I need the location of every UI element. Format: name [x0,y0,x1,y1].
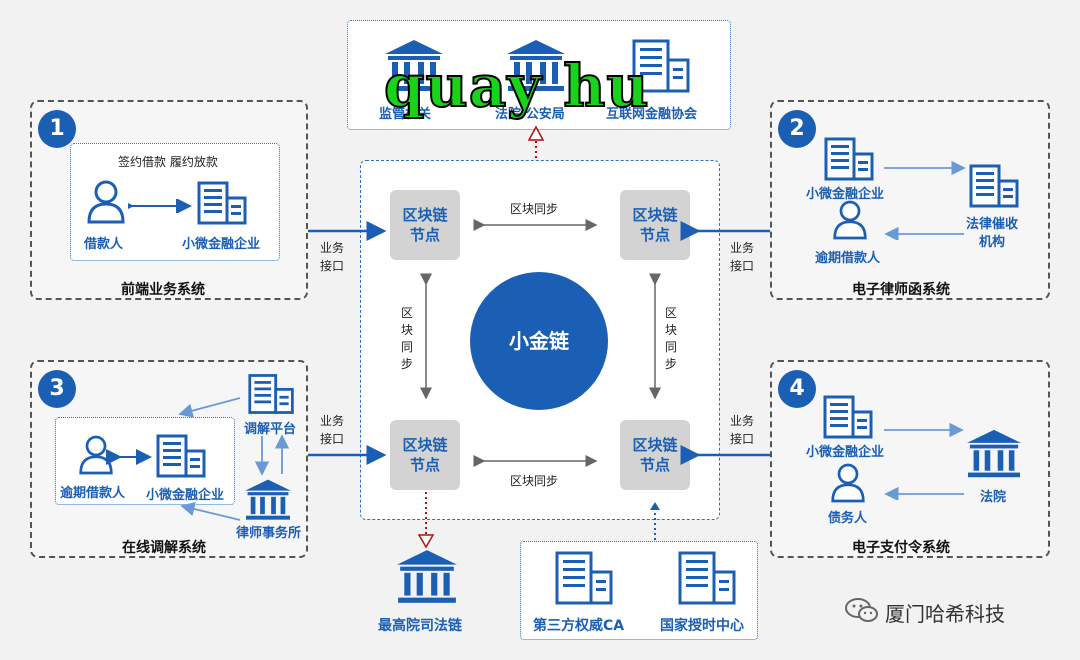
overlay-text: quay hu [383,51,650,121]
building-icon [969,164,1019,208]
blockchain-node-bl: 区块链 节点 [390,420,460,490]
panel-number-1: 1 [38,110,76,148]
building-icon [197,181,247,225]
mediation-platform-label: 调解平台 [244,422,297,437]
interface-label: 业务接口 [730,414,755,446]
panel2-title: 电子律师函系统 [852,282,950,298]
panel1-caption: 签约借款 履约放款 [118,155,218,169]
interface-label: 业务接口 [320,414,345,446]
debtor-label: 债务人 [828,511,868,526]
panel-payment-order [770,360,1050,558]
wechat-icon [845,598,878,622]
brand-label: 厦门哈希科技 [885,602,1005,626]
blockchain-node-tl: 区块链 节点 [390,190,460,260]
sync-label-bottom: 区块同步 [510,474,559,488]
sync-label-left: 区块同步 [400,306,413,371]
supreme-court-chain-label: 最高院司法链 [378,618,462,634]
xiaojinlian-circle: 小金链 [470,272,608,410]
overdue-borrower-label: 逾期借款人 [60,486,126,501]
interface-label: 业务接口 [320,241,345,273]
building-icon [555,551,613,605]
mediation-arrows [106,397,290,521]
overdue-borrower-label: 逾期借款人 [815,251,881,266]
flow-arrows [884,160,966,240]
building-icon [678,551,736,605]
interface-label: 业务接口 [730,241,755,273]
blockchain-node-br: 区块链 节点 [620,420,690,490]
flow-arrows [884,422,964,500]
panel1-title: 前端业务系统 [121,282,205,298]
sme-label: 小微金融企业 [806,187,885,202]
time-center-label: 国家授时中心 [660,618,744,634]
panel-number-4: 4 [778,370,816,408]
sync-label-right: 区块同步 [664,306,677,371]
third-party-ca-label: 第三方权威CA [533,618,625,634]
panel-number-3: 3 [38,370,76,408]
sme-label: 小微金融企业 [806,445,885,460]
person-icon [833,200,867,240]
person-icon [79,435,113,475]
building-icon [824,137,874,181]
bank-icon [967,429,1021,478]
sme-label: 小微金融企业 [146,488,225,503]
person-icon [831,463,865,503]
building-icon [248,374,294,414]
bank-icon [245,479,291,520]
court-label: 法院 [980,490,1007,505]
building-icon [156,434,206,478]
bank-icon [507,40,565,91]
building-icon [823,395,873,439]
sme-label: 小微金融企业 [182,237,261,252]
borrower-label: 借款人 [84,237,124,252]
bank-icon [385,40,443,91]
sync-label-top: 区块同步 [510,202,559,216]
court-police-label: 法院/公安局 [495,107,565,122]
legal-collection-label: 法律催收机构 [966,217,1019,250]
panel-number-2: 2 [778,110,816,148]
panel4-title: 电子支付令系统 [852,540,950,556]
panel3-title: 在线调解系统 [122,540,206,556]
exchange-arrow [128,199,192,213]
regulator-label: 监管机关 [379,107,432,122]
building-icon [632,39,690,93]
bank-icon [397,550,457,603]
blockchain-node-tr: 区块链 节点 [620,190,690,260]
person-icon [87,180,125,224]
fintech-association-label: 互联网金融协会 [606,107,698,122]
law-firm-label: 律师事务所 [236,526,302,541]
